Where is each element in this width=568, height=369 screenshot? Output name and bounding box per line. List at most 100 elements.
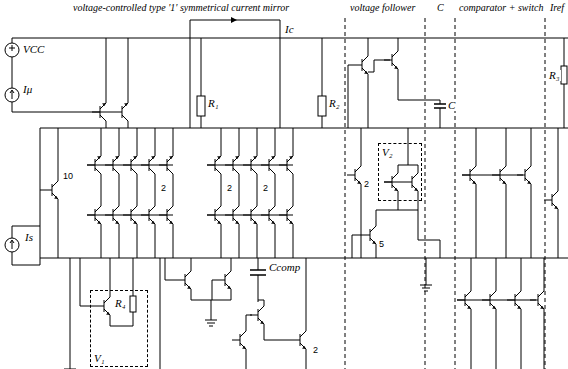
callout-number: 2 [160,184,167,193]
follower-wire [347,128,361,258]
transistor-symbol [105,202,119,228]
transistor-symbol [87,202,101,228]
ground-symbol [205,320,217,326]
transistor-symbol [362,222,376,248]
part-name: C [447,100,456,111]
ground-symbol [420,258,432,291]
current-loop-wire [190,20,280,128]
transistor-symbol [114,99,128,125]
transistor-symbol [123,152,137,178]
callout-number: 2 [363,180,370,189]
capacitor-symbol [434,104,446,108]
source-name: Is [24,232,34,243]
reference-wire [418,210,440,258]
transistor-symbol [217,267,231,293]
capacitor-wire [440,100,441,128]
transistor-symbol [261,152,275,178]
transistor-symbol [492,162,506,188]
part-name: R₄ [114,298,127,309]
transistor-symbol [457,287,471,313]
transistor-symbol [347,162,361,188]
output-wire [246,258,306,369]
transistor-symbol [87,152,101,178]
transistor-symbol [261,202,275,228]
source-arrow [10,90,14,99]
transistor-symbol [44,177,58,203]
callout-number: 2 [262,184,269,193]
switch-wire [457,258,544,369]
transistor-symbol [105,152,119,178]
transistor-symbol [517,162,531,188]
transistor-symbol [292,327,306,353]
transistor-symbol [243,152,257,178]
transistor-symbol [279,202,293,228]
current-arrow [231,17,237,23]
block-outline: V₂ [378,143,422,201]
resistor-wire [201,38,322,128]
transistor-symbol [225,202,239,228]
current-source [5,238,19,252]
transistor-symbol [225,152,239,178]
transistor-symbol [92,99,106,125]
bus-wire [40,128,568,258]
callout-number: 5 [378,240,385,249]
resistor-symbol [561,66,567,84]
transistor-symbol [232,327,246,353]
transistor-symbol [462,162,476,188]
comparator-wire [462,128,531,258]
transistor-symbol [177,267,191,293]
transistor-symbol [404,169,418,195]
region-separator [345,18,545,369]
transistor-symbol [544,187,558,213]
transistor-symbol [384,169,398,195]
callout-number: 2 [226,184,233,193]
section-heading: voltage follower [349,3,416,13]
part-name: R₂ [328,98,341,109]
mirror-wire [40,128,58,258]
transistor-symbol [482,287,496,313]
pair-wire [165,258,231,320]
transistor-symbol [354,52,368,78]
source-name: Iμ [22,84,33,95]
transistor-symbol [530,287,544,313]
follower-wire [352,210,418,258]
transistor-symbol [207,202,221,228]
part-name: R₃ [548,70,561,81]
section-heading: Iref [549,3,565,13]
source-wire [12,57,92,265]
section-heading: voltage-controlled type '1' symmetrical … [72,3,290,13]
resistor-symbol [130,296,136,312]
section-heading: comparator + switch [458,3,545,13]
reference-wire [384,128,418,210]
follower-wire [348,38,440,128]
transistor-symbol [250,302,264,328]
bias-wire [92,38,128,128]
transistor-symbol [123,202,137,228]
callout-number: 2 [312,346,319,355]
capacitor-symbol [250,270,266,275]
transistor-symbol [141,202,155,228]
transistor-symbol [141,152,155,178]
bus-wire [64,258,160,369]
part-name: R₁ [207,98,220,109]
voltage-source [5,43,19,57]
mirror-wire [101,178,293,202]
resistor-symbol [318,96,326,116]
block-name: V₂ [382,146,393,158]
transistor-symbol [96,293,110,319]
transistor-symbol [159,152,173,178]
transistor-symbol [384,47,398,73]
callout-number: 10 [62,172,74,181]
current-name: Ic [284,24,295,35]
current-source [5,88,19,102]
part-name: Ccomp [268,262,301,273]
supply-rail [12,38,568,43]
transistor-symbol [507,287,521,313]
section-heading: C [436,3,445,13]
block-name: V₁ [94,352,105,364]
